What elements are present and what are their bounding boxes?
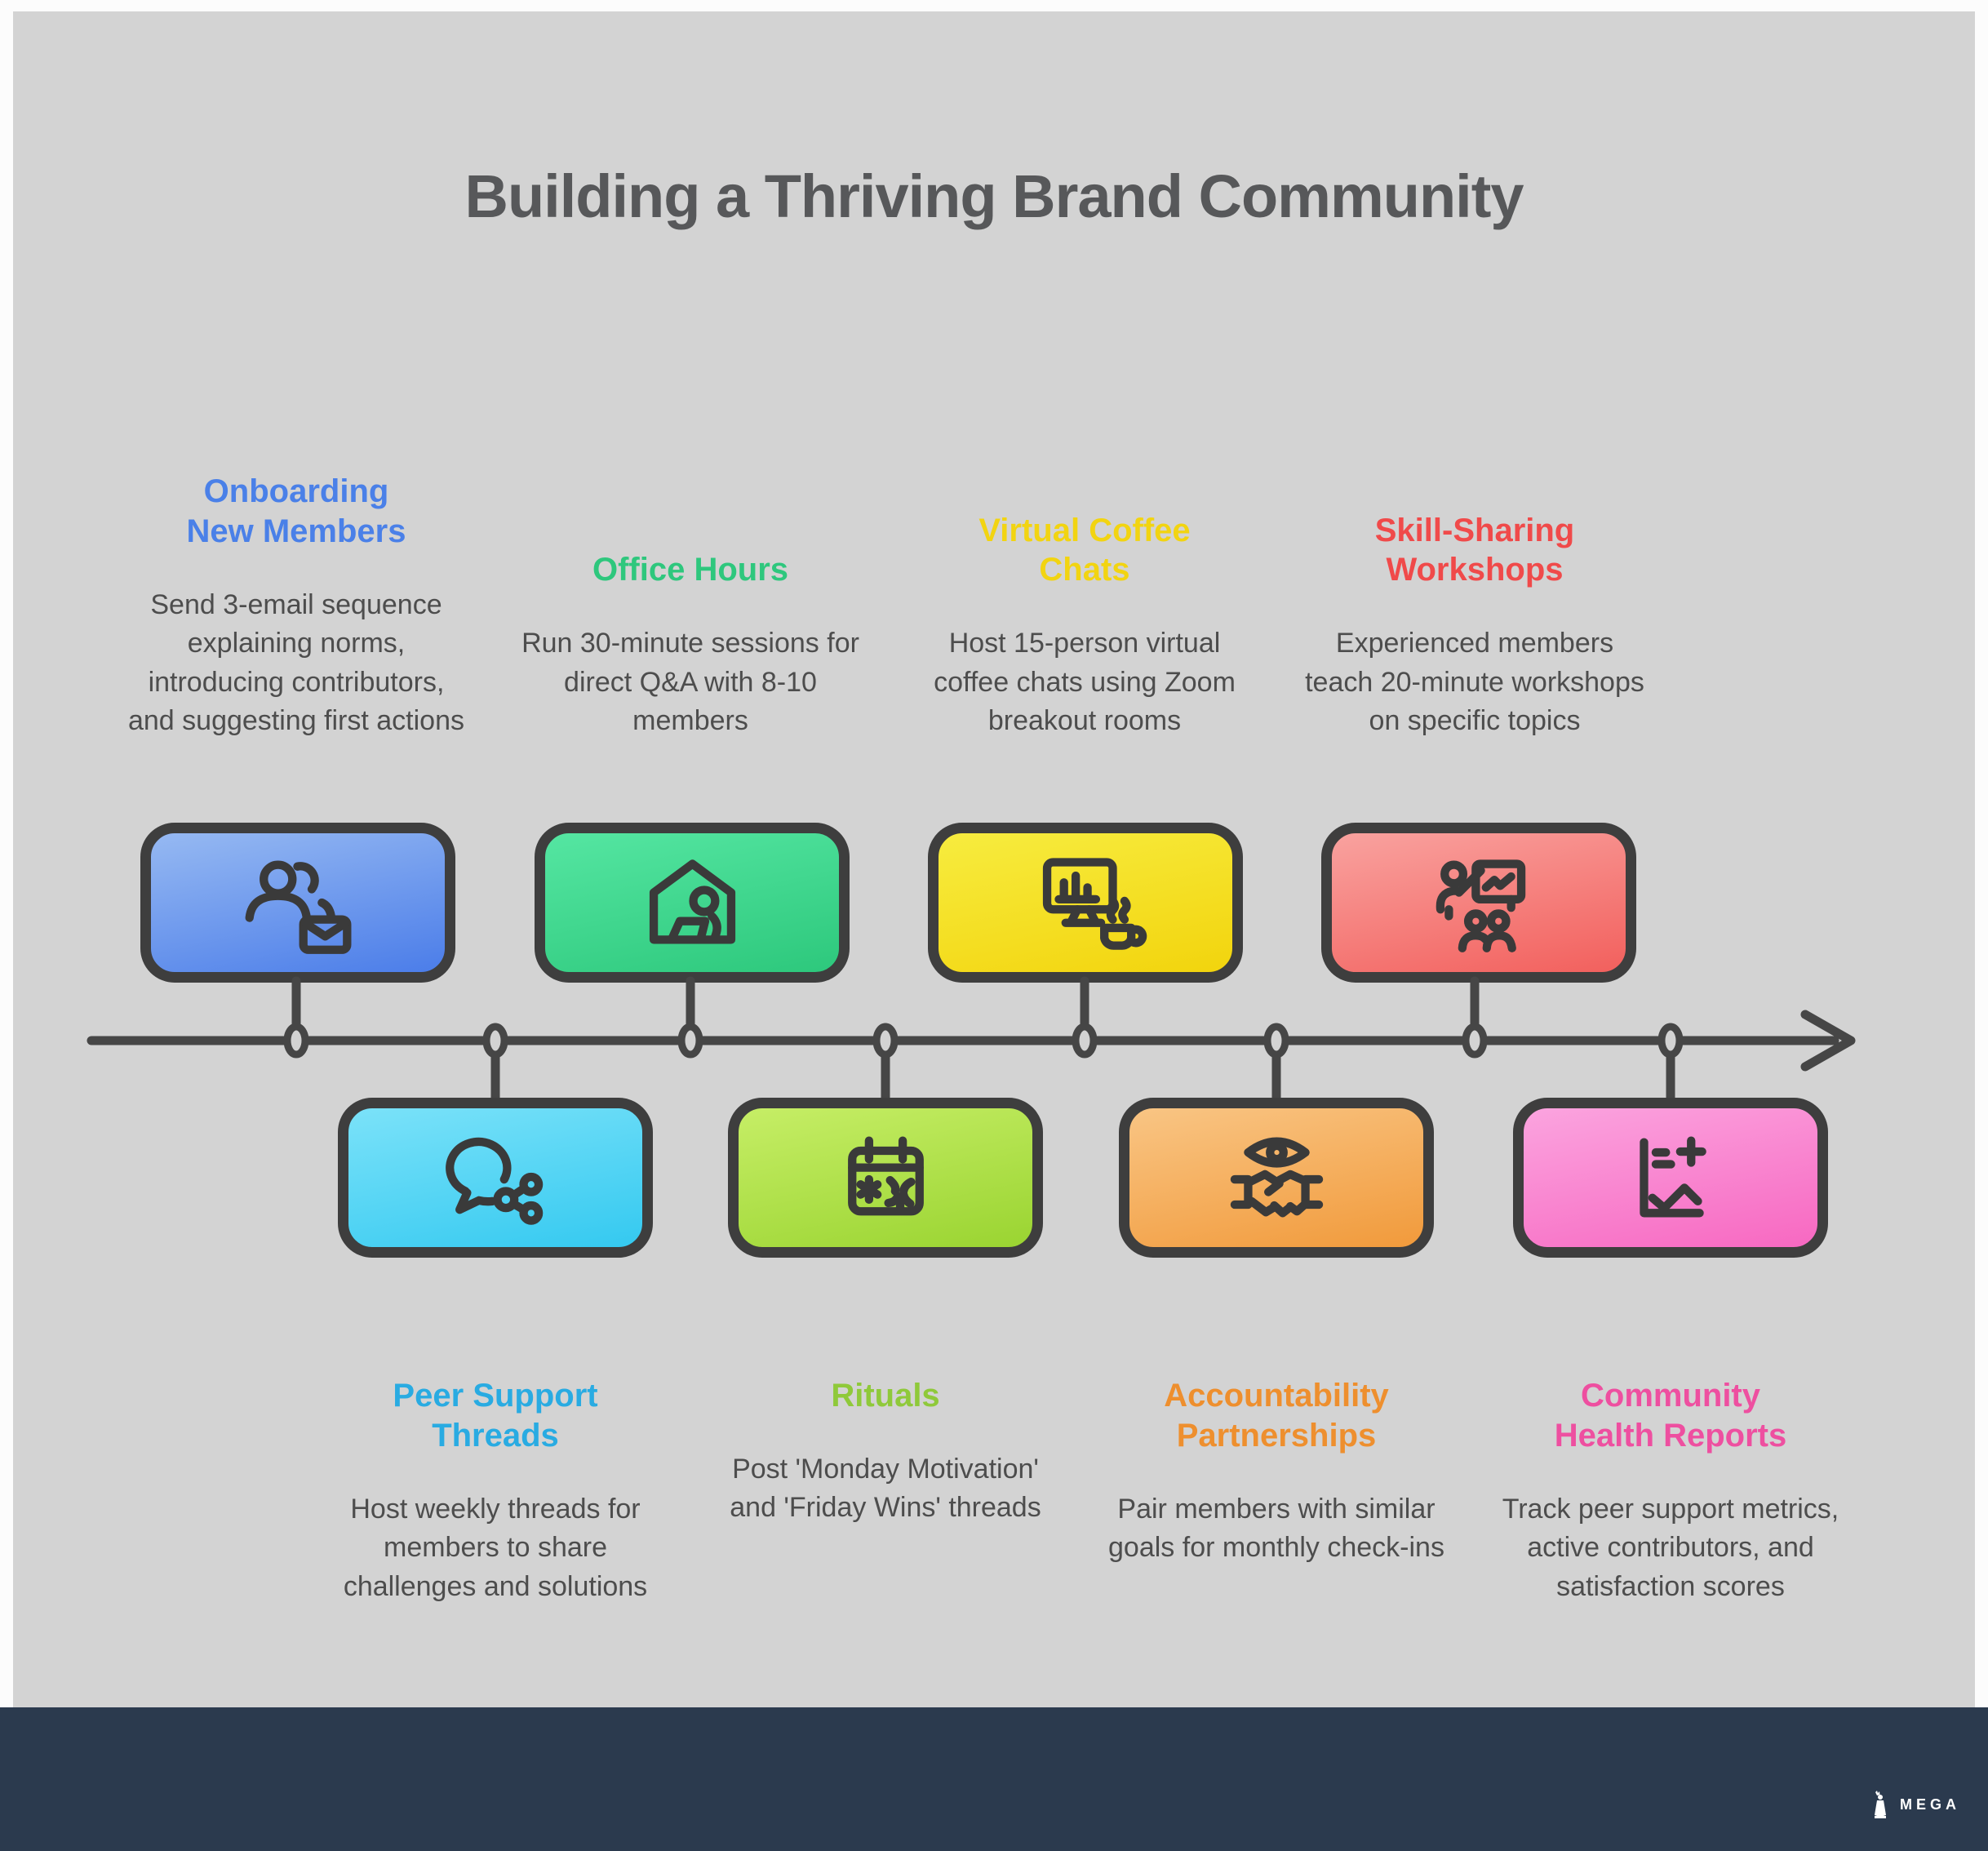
timeline-node	[677, 1023, 703, 1059]
section-heading: Office Hours	[592, 552, 789, 588]
timeline-node	[1072, 1023, 1098, 1059]
monitor-coffee-icon	[1042, 858, 1147, 950]
mega-statue-icon	[1875, 1791, 1886, 1818]
section-body: Post 'Monday Motivation' and 'Friday Win…	[730, 1453, 1041, 1524]
brand-name: MEGA	[1900, 1796, 1960, 1813]
health-chart-icon	[1639, 1136, 1706, 1218]
step-box-rituals	[728, 1098, 1043, 1258]
section-text-workshops: Skill-Sharing Workshops Experienced memb…	[1303, 310, 1646, 741]
step-box-coffee-chats	[928, 823, 1243, 983]
brand-logo: MEGA	[1869, 1791, 1960, 1818]
section-heading: Skill-Sharing Workshops	[1374, 512, 1575, 588]
section-body: Pair members with similar goals for mont…	[1108, 1493, 1444, 1564]
section-body: Send 3-email sequence explaining norms, …	[127, 588, 465, 737]
step-box-onboarding	[140, 823, 455, 983]
timeline-node	[1263, 1023, 1289, 1059]
section-body: Host 15-person virtual coffee chats usin…	[934, 628, 1236, 737]
section-heading: Peer Support Threads	[393, 1378, 598, 1454]
section-heading: Virtual Coffee Chats	[978, 512, 1191, 588]
section-body: Run 30-minute sessions for direct Q&A wi…	[521, 628, 859, 737]
section-text-peer-support: Peer Support Threads Host weekly threads…	[324, 1376, 667, 1606]
timeline-node	[872, 1023, 899, 1059]
section-heading: Onboarding New Members	[186, 473, 406, 549]
section-heading: Community Health Reports	[1554, 1378, 1787, 1454]
section-text-onboarding: Onboarding New Members Send 3-email sequ…	[125, 310, 468, 741]
timeline-node	[482, 1023, 508, 1059]
footer-bar: MEGA	[0, 1707, 1988, 1851]
page-title: Building a Thriving Brand Community	[464, 162, 1524, 230]
timeline-node	[1657, 1023, 1684, 1059]
users-email-icon	[245, 860, 351, 954]
step-box-office-hours	[535, 823, 850, 983]
section-body: Host weekly threads for members to share…	[343, 1493, 648, 1602]
section-heading: Accountability Partnerships	[1164, 1378, 1389, 1454]
section-text-coffee-chats: Virtual Coffee Chats Host 15-person virt…	[913, 310, 1256, 741]
presenter-board-icon	[1436, 859, 1525, 952]
section-text-rituals: Rituals Post 'Monday Motivation' and 'Fr…	[714, 1376, 1057, 1528]
section-body: Experienced members teach 20-minute work…	[1305, 628, 1644, 737]
section-text-accountability: Accountability Partnerships Pair members…	[1105, 1376, 1448, 1568]
section-heading: Rituals	[831, 1378, 940, 1414]
section-body: Track peer support metrics, active contr…	[1502, 1493, 1839, 1602]
calendar-celebration-icon	[847, 1136, 924, 1216]
timeline	[87, 976, 1856, 1105]
chat-share-icon	[445, 1137, 543, 1225]
step-box-health-reports	[1513, 1098, 1828, 1258]
step-box-peer-support	[338, 1098, 653, 1258]
timeline-node	[1462, 1023, 1488, 1059]
section-text-health-reports: Community Health Reports Track peer supp…	[1499, 1376, 1842, 1606]
step-box-workshops	[1321, 823, 1636, 983]
step-box-accountability	[1119, 1098, 1434, 1258]
section-text-office-hours: Office Hours Run 30-minute sessions for …	[519, 310, 862, 741]
home-office-icon	[649, 859, 735, 944]
timeline-node	[283, 1023, 309, 1059]
eye-handshake-icon	[1230, 1137, 1323, 1218]
